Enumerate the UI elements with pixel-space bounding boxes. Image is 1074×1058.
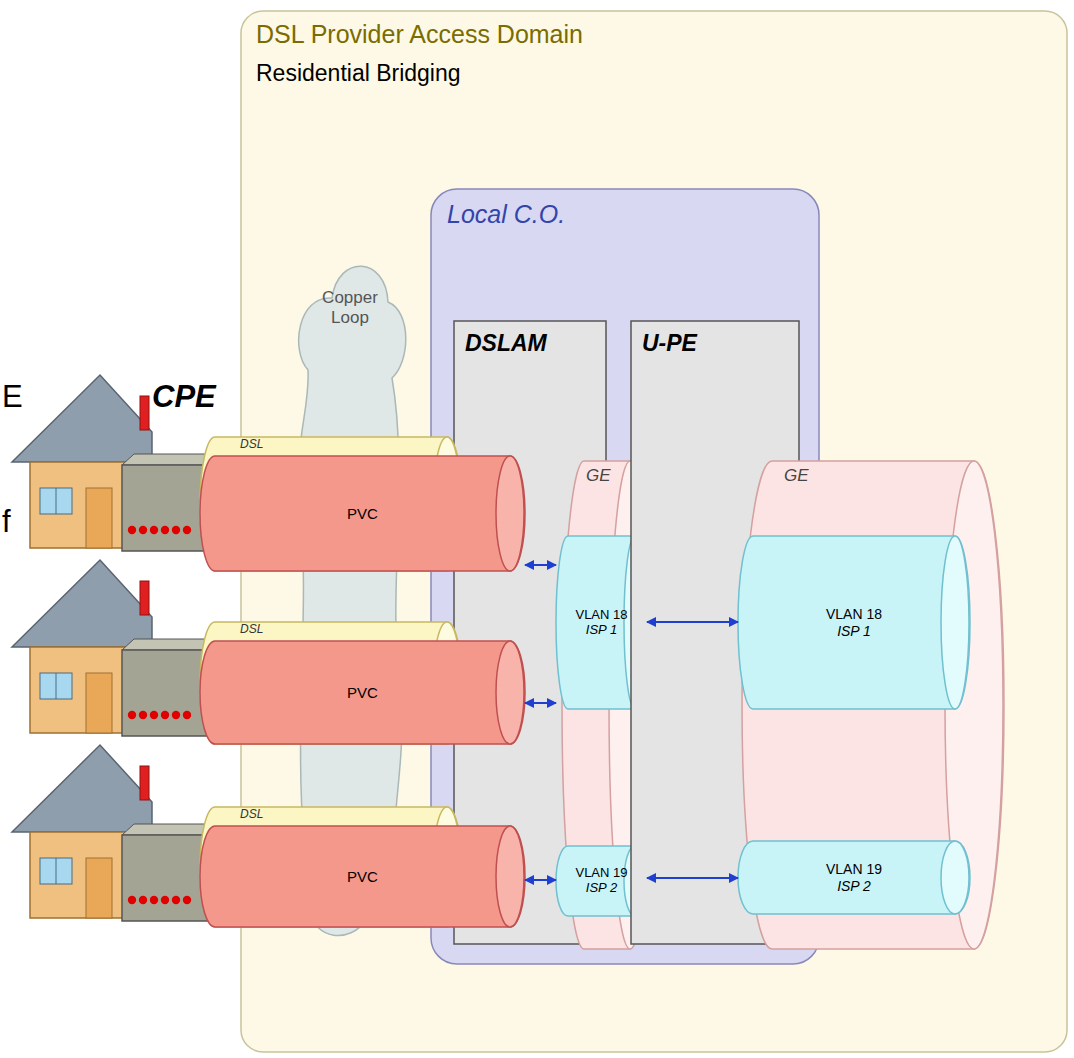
link-arrow [647, 877, 738, 879]
dsl-tube: DSL PVC [200, 806, 462, 928]
node-label: DSL Provider Access Domain [256, 20, 583, 49]
node-sublabel: ISP 1 [837, 623, 871, 639]
node-label: VLAN 18 [826, 606, 882, 622]
link-arrow [525, 702, 556, 704]
node-label: VLAN 18 [575, 608, 627, 623]
link-arrow [647, 621, 738, 623]
node-label: PVC [347, 684, 378, 701]
house [12, 560, 214, 736]
upe-box: U-PEGEVLAN 18ISP 1VLAN 19ISP 2 [630, 320, 800, 945]
node-label: GE [586, 466, 611, 486]
node-label: U-PE [642, 330, 697, 356]
cut-off-text: E [2, 380, 23, 414]
dsl-tube: DSL PVC [200, 621, 462, 745]
node-sublabel: ISP 1 [586, 623, 617, 638]
ge-link-tube: GE VLAN 18ISP 1 VLAN 19ISP 2 [742, 460, 1004, 950]
pvc-tube: PVC [200, 825, 525, 928]
node-label: Local C.O. [447, 200, 565, 229]
node-label: GE [784, 466, 809, 486]
link-arrow [525, 564, 556, 566]
cpe-label: CPE [152, 380, 216, 414]
node-label: DSLAM [465, 330, 547, 356]
node-label: DSL [240, 623, 263, 637]
pvc-tube: PVC [200, 640, 525, 745]
node-label: VLAN 19 [826, 861, 882, 877]
node-sublabel: Residential Bridging [256, 60, 461, 86]
node-label: VLAN 19 [575, 866, 627, 881]
pvc-tube: PVC [200, 455, 525, 572]
link-arrow [525, 879, 556, 881]
node-sublabel: ISP 2 [586, 881, 617, 896]
cut-off-text: f [2, 505, 11, 539]
node-label: DSL [240, 808, 263, 822]
vlan-tube: VLAN 18ISP 1 [738, 535, 970, 710]
node-label: DSL [240, 438, 263, 452]
dsl-tube: DSL PVC [200, 436, 462, 572]
node-sublabel: ISP 2 [837, 878, 871, 894]
node-label: Copper Loop [310, 288, 390, 327]
node-label: PVC [347, 868, 378, 885]
node-label: PVC [347, 505, 378, 522]
house [12, 745, 214, 921]
vlan-tube: VLAN 19ISP 2 [738, 840, 970, 915]
